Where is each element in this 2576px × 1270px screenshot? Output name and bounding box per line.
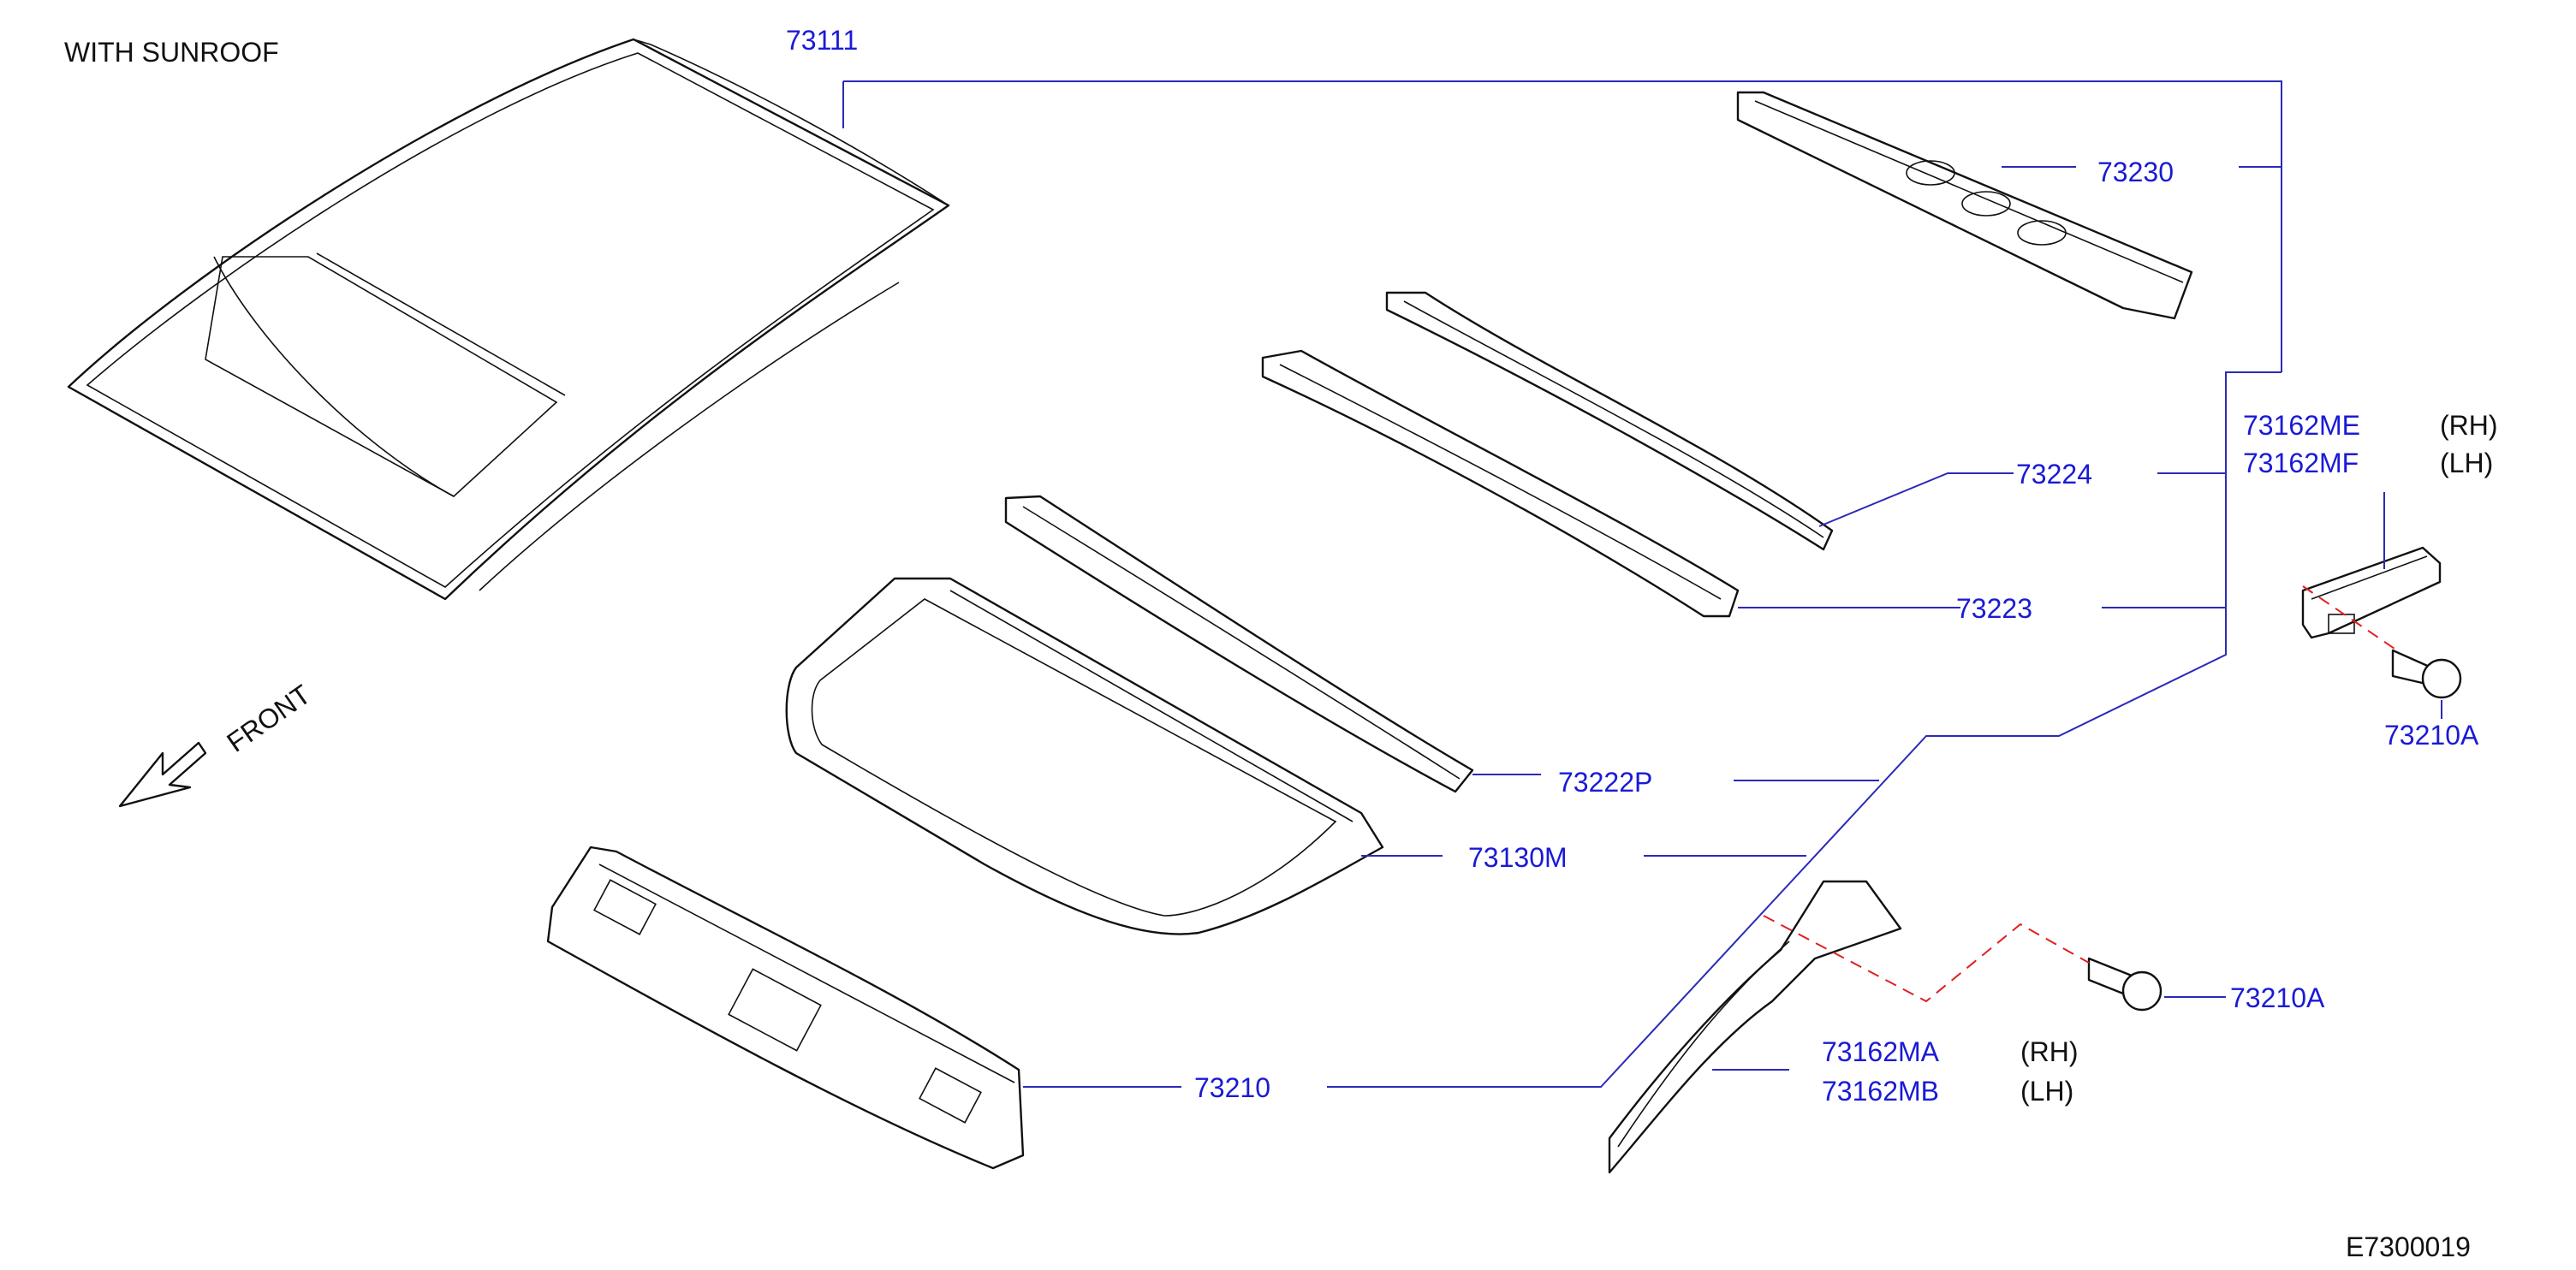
side-label-lh-upper: (LH): [2440, 448, 2493, 478]
side-label-lh-lower: (LH): [2020, 1076, 2073, 1107]
part-number-roof[interactable]: 73111: [786, 25, 858, 56]
roof-panel: [67, 38, 950, 601]
bolt-lower: [2087, 957, 2163, 1012]
part-number-rear-rail[interactable]: 73230: [2097, 157, 2174, 187]
diagram-title: WITH SUNROOF: [64, 37, 279, 68]
part-number-bow-lower[interactable]: 73223: [1956, 593, 2032, 624]
part-number-bow-upper[interactable]: 73224: [2016, 459, 2092, 490]
part-number-bracket-rear-rh[interactable]: 73162ME: [2243, 410, 2360, 441]
front-direction-arrow: [118, 741, 207, 808]
rear-roof-rail: [1736, 91, 2193, 320]
part-number-bracket-side-rh[interactable]: 73162MA: [1822, 1036, 1940, 1067]
fastener-paths: [1763, 585, 2398, 1003]
drawing-code: E7300019: [2346, 1231, 2471, 1262]
leader-lines: [842, 80, 2442, 1088]
roof-bow-upper: [1385, 291, 1834, 551]
front-label: FRONT: [221, 679, 316, 758]
part-number-bolt-upper[interactable]: 73210A: [2384, 720, 2479, 751]
front-roof-rail: [546, 846, 1025, 1170]
part-number-bolt-lower[interactable]: 73210A: [2230, 982, 2325, 1013]
rear-bracket: [2301, 546, 2442, 639]
front-roof-bow: [1004, 495, 1474, 793]
roof-bow-lower: [1261, 349, 1740, 618]
part-number-sunroof-frame[interactable]: 73130M: [1468, 842, 1568, 873]
part-number-bracket-side-lh[interactable]: 73162MB: [1822, 1076, 1939, 1107]
part-number-front-bow[interactable]: 73222P: [1558, 767, 1652, 798]
side-label-rh-lower: (RH): [2020, 1036, 2079, 1067]
sunroof-frame: [785, 577, 1384, 935]
bolt-upper: [2391, 649, 2462, 699]
part-number-bracket-rear-lh[interactable]: 73162MF: [2243, 448, 2359, 478]
side-label-rh-upper: (RH): [2440, 410, 2498, 441]
side-bracket: [1608, 880, 1902, 1174]
part-number-front-rail[interactable]: 73210: [1194, 1072, 1270, 1103]
